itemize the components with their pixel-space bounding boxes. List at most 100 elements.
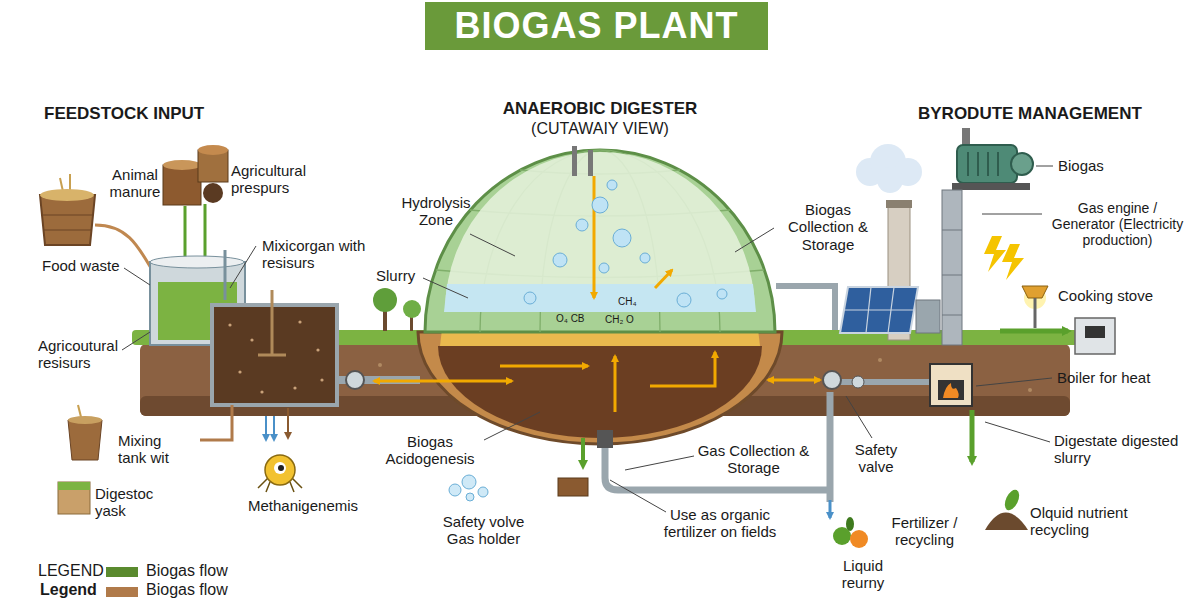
chem-formula: O₄ CB: [556, 313, 585, 325]
feedstock-illustration: [293, 386, 296, 389]
digester-illustration: [418, 332, 782, 444]
digester-illustration: [425, 150, 775, 332]
leader-line: [735, 228, 774, 252]
digester-illustration: [436, 150, 764, 332]
feedstock-illustration: [163, 165, 201, 205]
byproduct-illustration: [776, 128, 1115, 548]
section-heading: FEEDSTOCK INPUT: [44, 104, 204, 124]
callout-label: Biogas: [1058, 157, 1104, 174]
legend-swatch: [106, 567, 138, 577]
digester-illustration: [588, 150, 593, 176]
byproduct-illustration: [916, 300, 940, 333]
leader-line: [976, 378, 1052, 386]
digester-illustration: [553, 253, 567, 267]
digester-illustration: [524, 292, 536, 304]
chem-formula: CH₄: [618, 296, 637, 308]
byproduct-illustration: [1075, 318, 1115, 354]
feedstock-illustration: [44, 230, 91, 231]
leader-line: [230, 246, 256, 288]
callout-label: Cooking stove: [1058, 287, 1153, 304]
leader-line: [122, 332, 150, 350]
digester-illustration: [613, 229, 631, 247]
digester-illustration: [462, 475, 476, 489]
leader-line: [625, 456, 694, 470]
leader-line: [985, 422, 1050, 442]
callout-label: Olquid nutrient recycling: [1030, 504, 1180, 539]
feedstock-illustration: [200, 405, 232, 440]
digester-illustration: [449, 475, 488, 501]
section-heading: ANAEROBIC DIGESTER: [470, 99, 730, 119]
feedstock-illustration: [298, 320, 301, 323]
feedstock-illustration: [274, 462, 286, 474]
feedstock-illustration: [265, 416, 267, 440]
feedstock-illustration: [250, 338, 253, 341]
feedstock-illustration: [258, 354, 286, 357]
byproduct-illustration: [852, 376, 864, 388]
feedstock-illustration: [203, 183, 223, 203]
feedstock-illustration: [40, 189, 94, 201]
leader-line: [122, 166, 1053, 512]
feedstock-illustration: [224, 250, 227, 300]
callout-label: Agricultural prespurs: [231, 162, 331, 197]
feedstock-illustration: [58, 482, 90, 514]
feedstock-illustration: [273, 416, 275, 440]
callout-label: Mixing tank wit: [118, 432, 193, 467]
ground-section: [378, 363, 382, 367]
byproduct-illustration: [856, 144, 922, 193]
byproduct-illustration: [957, 145, 1017, 183]
byproduct-illustration: [844, 287, 914, 333]
feedstock-illustration: [265, 455, 295, 485]
feedstock-illustration: [40, 195, 95, 245]
byproduct-illustration: [1034, 298, 1037, 328]
byproduct-illustration: [968, 152, 998, 176]
feedstock-illustration: [58, 482, 90, 490]
feedstock-illustration: [238, 370, 241, 373]
byproduct-illustration: [840, 287, 918, 333]
digester-illustration: [374, 146, 830, 501]
feedstock-illustration: [68, 420, 102, 460]
digester-illustration: [768, 379, 820, 382]
legend-heading: LEGEND: [38, 562, 104, 580]
feedstock-illustration: [163, 160, 201, 170]
feedstock-illustration: [150, 256, 244, 268]
byproduct-illustration: [776, 286, 835, 330]
byproduct-illustration: [829, 500, 832, 518]
callout-label: Boiler for heat: [1057, 369, 1150, 386]
digester-illustration: [607, 180, 617, 190]
callout-label: Animal manure: [100, 166, 170, 201]
byproduct-illustration: [846, 517, 854, 531]
callout-label: Liquid reurny: [828, 557, 898, 592]
digester-illustration: [599, 263, 609, 273]
byproduct-illustration: [850, 530, 868, 548]
byproduct-illustration: [942, 230, 962, 315]
callout-label: Slurry: [376, 267, 415, 284]
feedstock-illustration: [320, 378, 323, 381]
feedstock-illustration: [278, 465, 284, 471]
digester-illustration: [438, 346, 762, 438]
feedstock-illustration: [346, 371, 364, 389]
feedstock-illustration: [43, 215, 93, 216]
byproduct-illustration: [1011, 153, 1033, 175]
digester-illustration: [677, 293, 691, 307]
byproduct-illustration: [952, 183, 1030, 190]
callout-label: Safety valve: [846, 441, 906, 476]
callout-label: Agricoutural resisurs: [38, 337, 133, 372]
byproduct-illustration: [985, 513, 1028, 531]
feedstock-illustration: [316, 348, 319, 351]
digester-illustration: [449, 484, 461, 496]
callout-label: Digestoc yask: [95, 485, 170, 520]
tree-icon: [403, 300, 421, 318]
feedstock-illustration: [68, 416, 102, 424]
chem-formula: CH₂ O: [605, 314, 634, 326]
feedstock-illustration: [40, 145, 420, 514]
digester-illustration: [500, 365, 588, 368]
byproduct-illustration: [930, 364, 972, 406]
digester-illustration: [466, 493, 474, 501]
digester-illustration: [640, 253, 650, 263]
feedstock-illustration: [228, 323, 231, 326]
title-banner: BIOGAS PLANT: [425, 2, 768, 50]
leader-line: [124, 268, 150, 285]
callout-label: Gas Collection & Storage: [696, 442, 811, 477]
byproduct-illustration: [823, 371, 841, 389]
